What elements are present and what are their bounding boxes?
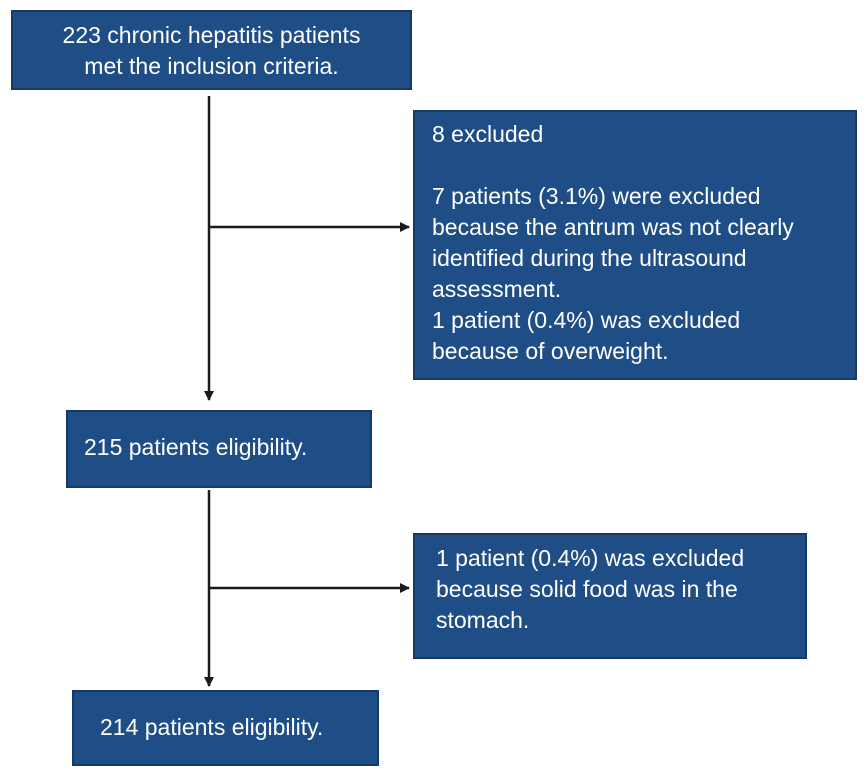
- exclusion-1-title: 8 excluded: [432, 121, 544, 147]
- exclusion-1-line-3: identified during the ultrasound: [432, 245, 747, 271]
- exclusion-1-line-1: 7 patients (3.1%) were excluded: [432, 183, 761, 209]
- exclusion-2-line-1: 1 patient (0.4%) was excluded: [436, 545, 745, 571]
- enrollment-line-1: 223 chronic hepatitis patients: [62, 22, 361, 48]
- exclusion-box-2: 1 patient (0.4%) was excluded because so…: [413, 533, 807, 659]
- exclusion-1-spacer: [432, 150, 847, 181]
- enrollment-box: 223 chronic hepatitis patients met the i…: [11, 10, 412, 90]
- exclusion-2-line-2: because solid food was in the: [436, 576, 738, 602]
- eligibility-214-text: 214 patients eligibility.: [100, 714, 324, 740]
- exclusion-1-line-6: because of overweight.: [432, 338, 669, 364]
- eligibility-215-text: 215 patients eligibility.: [84, 434, 308, 460]
- enrollment-line-2: met the inclusion criteria.: [84, 53, 339, 79]
- exclusion-1-line-2: because the antrum was not clearly: [432, 214, 794, 240]
- exclusion-1-line-5: 1 patient (0.4%) was excluded: [432, 307, 741, 333]
- exclusion-box-1: 8 excluded 7 patients (3.1%) were exclud…: [413, 110, 857, 380]
- exclusion-1-line-4: assessment.: [432, 276, 562, 302]
- eligibility-214-box: 214 patients eligibility.: [72, 690, 379, 766]
- exclusion-2-line-3: stomach.: [436, 607, 530, 633]
- eligibility-215-box: 215 patients eligibility.: [66, 410, 372, 488]
